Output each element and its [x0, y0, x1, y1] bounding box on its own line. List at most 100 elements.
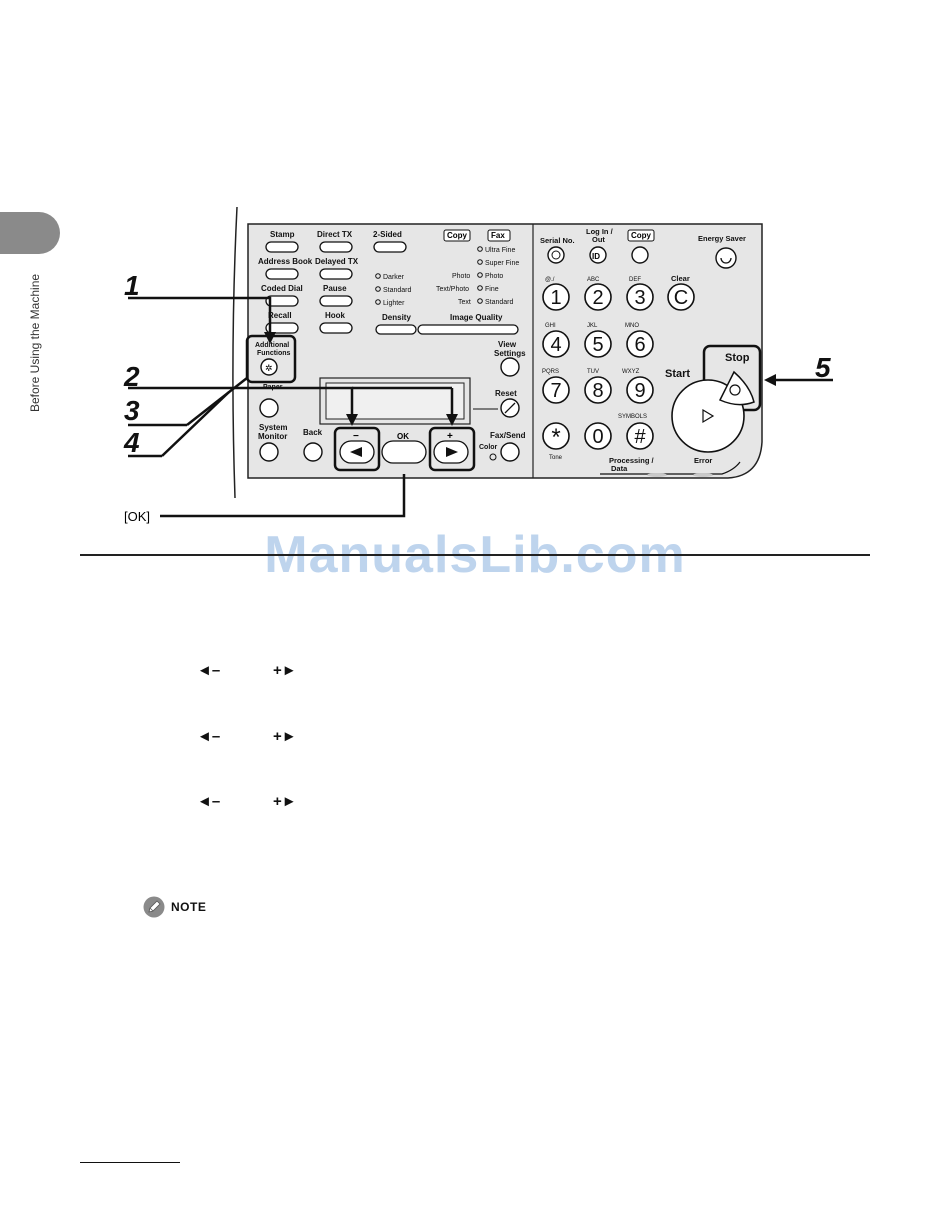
svg-text:Start: Start [665, 368, 690, 380]
left-minus-key: ◄– [197, 662, 221, 679]
arrow-keys-row: ◄– +► [197, 728, 327, 748]
svg-text:GHI: GHI [545, 323, 556, 329]
svg-text:Error: Error [694, 456, 712, 465]
footnote-rule [80, 1162, 180, 1163]
svg-text:2-Sided: 2-Sided [373, 230, 402, 239]
image-quality-button[interactable] [417, 324, 519, 335]
svg-text:Text/Photo: Text/Photo [436, 286, 469, 293]
error-lamp [693, 473, 713, 477]
svg-text:4: 4 [550, 334, 561, 356]
svg-text:Super Fine: Super Fine [485, 260, 519, 267]
svg-text:Log In /: Log In / [586, 227, 614, 236]
svg-text:Density: Density [382, 313, 411, 322]
arrow-keys-row: ◄– +► [197, 662, 327, 682]
svg-text:−: − [353, 431, 359, 442]
address-book-button[interactable] [265, 268, 299, 280]
svg-text:Tone: Tone [549, 455, 563, 461]
svg-text:Out: Out [592, 235, 605, 244]
svg-text:System: System [259, 423, 287, 432]
paper-button[interactable] [259, 398, 279, 418]
energy-saver-icon [720, 257, 732, 264]
key-3[interactable] [626, 283, 654, 311]
svg-text:Monitor: Monitor [258, 432, 287, 441]
energy-saver-button[interactable] [715, 247, 737, 269]
two-sided-button[interactable] [373, 241, 407, 253]
svg-text:Hook: Hook [325, 311, 346, 320]
svg-text:1: 1 [550, 287, 561, 309]
recall-button[interactable] [265, 322, 299, 334]
svg-text:Back: Back [303, 428, 323, 437]
back-button[interactable] [303, 442, 323, 462]
chapter-tab [0, 212, 60, 254]
svg-text:Text: Text [458, 299, 471, 306]
stop-button[interactable] [718, 370, 755, 406]
key-6[interactable] [626, 330, 654, 358]
direct-tx-button[interactable] [319, 241, 353, 253]
step-3: 3 [124, 395, 140, 426]
hook-button[interactable] [319, 322, 353, 334]
ok-callout: [OK] [124, 509, 150, 524]
serial-no-button[interactable] [547, 246, 565, 264]
system-monitor-button[interactable] [259, 442, 279, 462]
svg-text:Copy: Copy [447, 231, 468, 240]
svg-text:8: 8 [592, 380, 603, 402]
key-star[interactable] [542, 422, 570, 450]
svg-text:Coded Dial: Coded Dial [261, 284, 303, 293]
arrow-keys-row: ◄– +► [197, 793, 327, 813]
right-arrow-icon [446, 447, 458, 457]
svg-text:Recall: Recall [268, 311, 292, 320]
svg-text:Stop: Stop [725, 352, 750, 364]
svg-text:Pause: Pause [323, 284, 347, 293]
svg-text:Photo: Photo [485, 273, 503, 280]
svg-text:Fax/Send: Fax/Send [490, 431, 526, 440]
processing-lamp [647, 473, 667, 477]
stamp-button[interactable] [265, 241, 299, 253]
pause-button[interactable] [319, 295, 353, 307]
section-rule [80, 554, 870, 556]
svg-text:Settings: Settings [494, 349, 526, 358]
delayed-tx-button[interactable] [319, 268, 353, 280]
svg-text:7: 7 [550, 380, 561, 402]
key-5[interactable] [584, 330, 612, 358]
left-arrow-icon [350, 447, 362, 457]
login-out-button[interactable] [589, 246, 607, 264]
step-4: 4 [123, 427, 140, 458]
step-1: 1 [124, 270, 140, 301]
svg-text:Standard: Standard [485, 299, 514, 306]
svg-text:C: C [674, 287, 688, 309]
svg-text:OK: OK [397, 432, 409, 441]
key-2[interactable] [584, 283, 612, 311]
svg-text:5: 5 [592, 334, 603, 356]
svg-text:6: 6 [634, 334, 645, 356]
svg-text:Serial No.: Serial No. [540, 236, 575, 245]
svg-text:View: View [498, 340, 517, 349]
svg-text:Photo: Photo [452, 273, 470, 280]
additional-functions-button[interactable] [260, 358, 278, 376]
lcd-outer [319, 377, 471, 425]
view-settings-button[interactable] [500, 357, 520, 377]
key-9[interactable] [626, 376, 654, 404]
key-hash[interactable] [626, 422, 654, 450]
start-icon [702, 408, 715, 424]
svg-text:Copy: Copy [631, 231, 652, 240]
key-1[interactable] [542, 283, 570, 311]
coded-dial-button[interactable] [265, 295, 299, 307]
control-panel-illustration: Stamp Direct TX 2-Sided Address Book Del… [123, 206, 833, 524]
density-button[interactable] [375, 324, 417, 335]
copy-button[interactable] [631, 246, 649, 264]
ok-button[interactable] [381, 440, 427, 464]
svg-text:Additional: Additional [255, 342, 289, 349]
svg-text:Functions: Functions [257, 350, 291, 357]
clear-button[interactable] [667, 283, 695, 311]
additional-functions-icon: ✲ [265, 363, 273, 373]
svg-text:#: # [634, 426, 646, 448]
key-8[interactable] [584, 376, 612, 404]
key-0[interactable] [584, 422, 612, 450]
key-7[interactable] [542, 376, 570, 404]
key-4[interactable] [542, 330, 570, 358]
svg-text:TUV: TUV [587, 369, 599, 375]
svg-text:Fax: Fax [491, 231, 505, 240]
plus-right-key: +► [273, 728, 297, 745]
fax-send-button[interactable] [500, 442, 520, 462]
callout-box-plus [428, 426, 476, 472]
